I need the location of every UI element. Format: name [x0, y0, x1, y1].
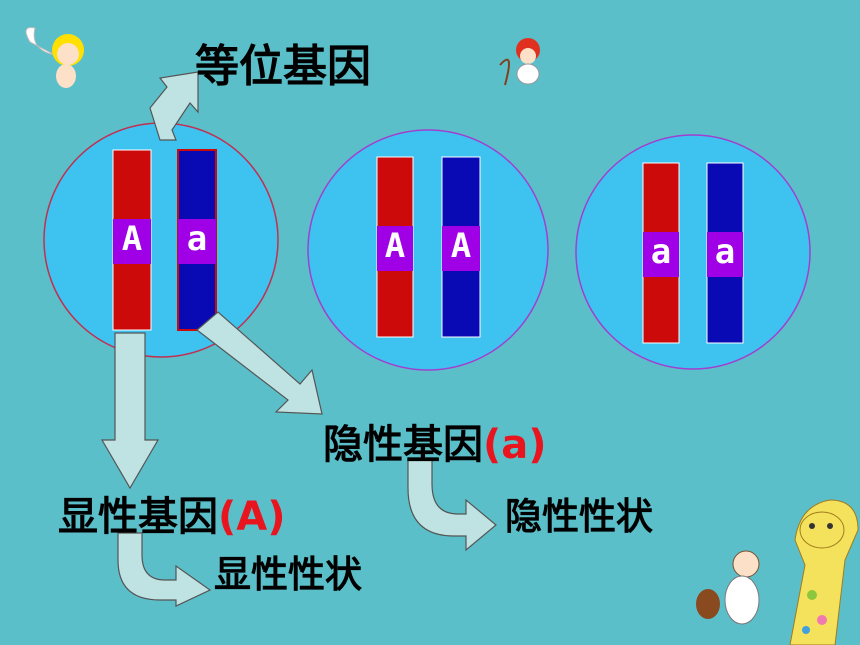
arrow-to-dominant-gene: [100, 332, 160, 490]
allele-band: [643, 232, 679, 277]
allele-letter: A: [450, 226, 472, 266]
cell-3: [575, 134, 811, 370]
recessive-gene-text: 隐性基因: [323, 422, 483, 468]
arrow-to-recessive-gene: [196, 311, 323, 415]
recessive-gene-label: 隐性基因(a): [323, 412, 547, 470]
arrow-to-allele-label: [149, 71, 199, 141]
dominant-trait-label: 显性性状: [214, 553, 362, 596]
recessive-trait-label: 隐性性状: [505, 495, 653, 538]
arrow-to-recessive-trait: [407, 457, 497, 552]
allele-band: [442, 226, 480, 271]
allele-letter: a: [186, 219, 208, 259]
allele-letter: a: [714, 232, 736, 272]
recessive-gene-symbol: (a): [483, 422, 547, 468]
cell-2: [307, 129, 549, 371]
allele-pair-label: 等位基因: [195, 41, 371, 92]
allele-band: [377, 226, 413, 271]
arrow-to-dominant-trait: [117, 532, 212, 607]
dominant-gene-text: 显性基因: [58, 494, 218, 540]
allele-band: [178, 219, 216, 264]
dominant-gene-symbol: (A): [218, 494, 286, 540]
monk-icon: [696, 550, 760, 625]
giraffe-icon: [789, 499, 859, 645]
allele-letter: a: [650, 232, 672, 272]
cupid-icon: [499, 38, 540, 86]
cell-1: [43, 122, 279, 358]
allele-letter: A: [384, 226, 406, 266]
allele-band: [113, 219, 151, 264]
allele-letter: A: [121, 219, 143, 259]
allele-band: [707, 232, 743, 277]
cherub-icon: [25, 27, 84, 88]
dominant-gene-label: 显性基因(A): [58, 484, 286, 542]
